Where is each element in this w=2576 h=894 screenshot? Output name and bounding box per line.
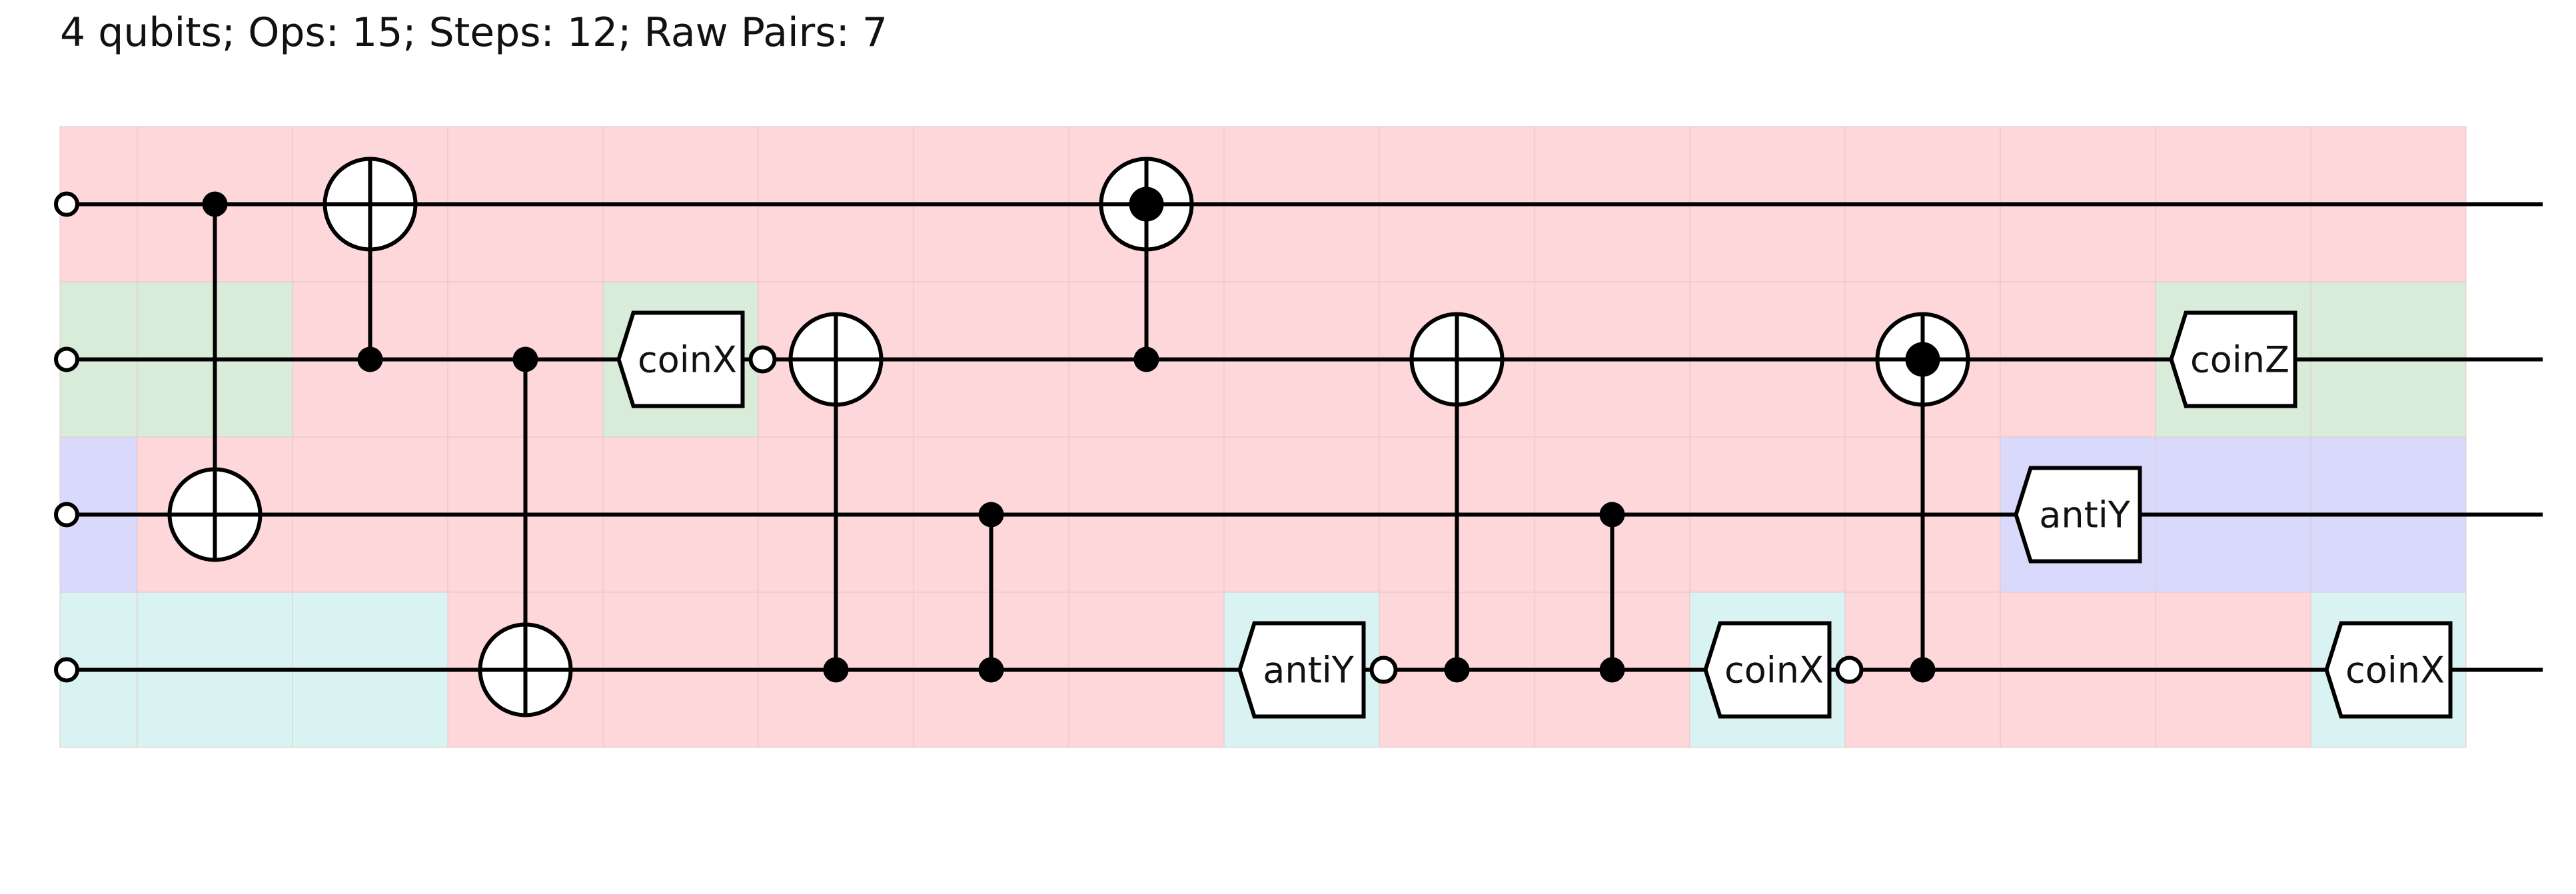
post-gate-marker — [1369, 656, 1398, 684]
wire-start-marker — [54, 346, 79, 372]
wire-start-marker — [54, 502, 79, 528]
control-dot — [978, 502, 1004, 528]
control-dot — [357, 346, 383, 372]
wire-start-marker — [54, 191, 79, 217]
gate-box — [1703, 621, 1832, 719]
control-dot — [1599, 502, 1625, 528]
control-dot — [1910, 657, 1936, 683]
operations-layer: coinX antiY coinX antiY coinZ coinX — [167, 157, 2453, 719]
wire-start-marker — [54, 657, 79, 683]
gate-label: coinX — [1724, 650, 1824, 691]
target-dot — [1129, 187, 1164, 222]
post-gate-marker — [748, 345, 777, 374]
circuit-summary: 4 qubits; Ops: 15; Steps: 12; Raw Pairs:… — [60, 9, 888, 56]
gate-label: coinZ — [2190, 339, 2289, 381]
control-dot — [823, 657, 849, 683]
gate-label: coinX — [638, 339, 737, 381]
gate-box — [616, 310, 745, 408]
control-dot — [1599, 657, 1625, 683]
control-dot — [978, 657, 1004, 683]
control-dot — [1133, 346, 1159, 372]
target-dot — [1905, 342, 1940, 377]
gate-box — [1237, 621, 1366, 719]
gate-label: antiY — [1263, 650, 1354, 691]
gate-label: antiY — [2039, 494, 2130, 536]
post-gate-marker — [1835, 656, 1864, 684]
control-dot — [512, 346, 538, 372]
control-dot — [1444, 657, 1470, 683]
control-dot — [202, 191, 228, 217]
gate-box — [2169, 310, 2297, 408]
gate-box — [2014, 466, 2142, 564]
gate-box — [2324, 621, 2453, 719]
gate-label: coinX — [2345, 650, 2445, 691]
